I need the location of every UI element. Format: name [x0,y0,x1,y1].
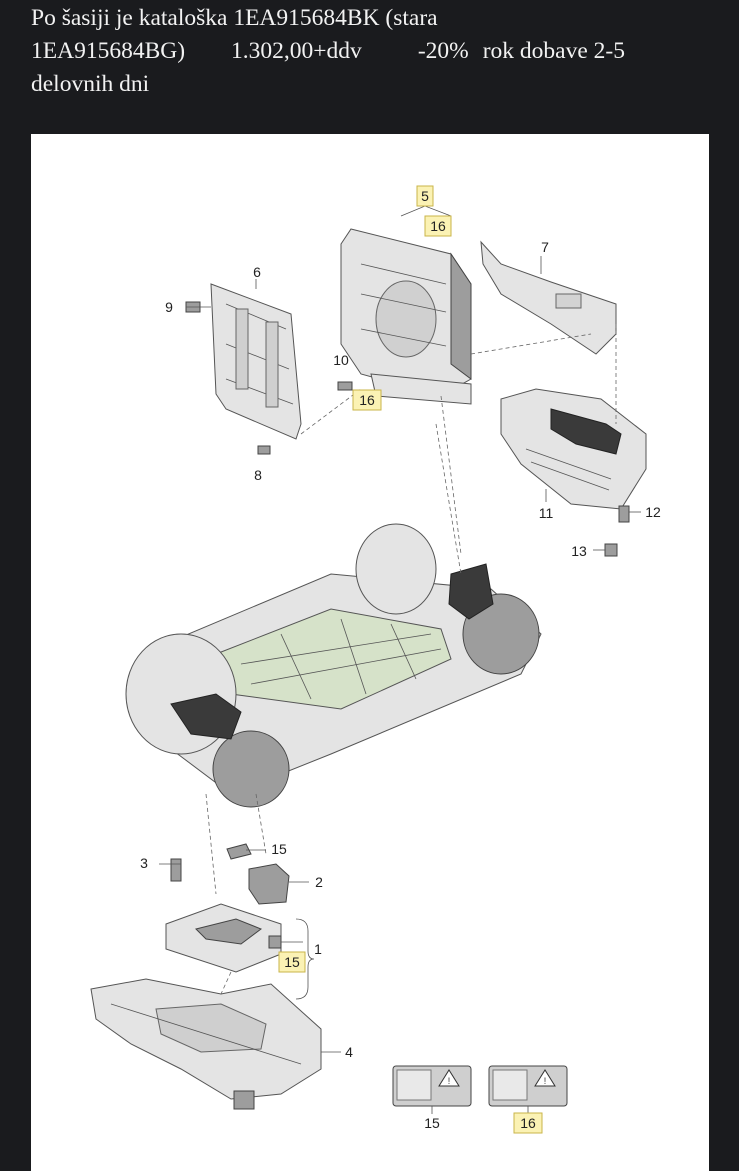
screw-part-3 [170,858,182,882]
callout-16-bottom[interactable]: 16 [513,1112,543,1134]
parts-diagram-svg: ! ! 5 16 6 7 9 10 [90,185,661,1134]
svg-text:3: 3 [140,855,148,871]
old-part-number: 1EA915684BG) [31,38,186,64]
control-unit-part-5 [340,228,472,405]
svg-text:10: 10 [333,352,349,368]
warning-sticker-15: ! [392,1065,472,1107]
discount: -20% [417,38,469,64]
warning-sticker-16: ! [488,1065,568,1107]
svg-text:15: 15 [284,954,300,970]
callout-16-top[interactable]: 16 [424,215,452,237]
svg-text:13: 13 [571,543,587,559]
bracket-part-7 [480,240,617,355]
carrier-part-4 [90,978,322,1110]
callout-16-middle[interactable]: 16 [352,389,382,411]
vehicle-chassis [125,523,542,808]
callout-10[interactable]: 10 [333,352,349,368]
svg-text:9: 9 [165,299,173,315]
callout-15-top[interactable]: 15 [271,841,287,857]
charger-unit-part-1 [165,903,282,973]
callout-2[interactable]: 2 [315,874,323,890]
callout-12[interactable]: 12 [645,504,661,520]
connector-part-2 [248,863,290,905]
message-text: Po šasiji je kataloška 1EA915684BK (star… [31,2,721,101]
callout-15-bottom[interactable]: 15 [424,1115,440,1131]
callout-11[interactable]: 11 [539,505,554,521]
svg-text:16: 16 [520,1115,536,1131]
svg-text:12: 12 [645,504,661,520]
svg-text:4: 4 [345,1044,353,1060]
svg-text:8: 8 [254,467,262,483]
callout-9[interactable]: 9 [165,299,173,315]
callout-8[interactable]: 8 [254,467,262,483]
svg-text:!: ! [544,1076,547,1086]
callout-4[interactable]: 4 [345,1044,353,1060]
svg-text:1: 1 [314,941,322,957]
svg-text:16: 16 [359,392,375,408]
svg-text:16: 16 [430,218,446,234]
callout-7[interactable]: 7 [541,239,549,255]
label-part-15-small [226,843,252,860]
cover-part-11 [500,388,647,510]
callout-15-middle[interactable]: 15 [278,951,306,973]
svg-text:!: ! [448,1076,451,1086]
svg-text:2: 2 [315,874,323,890]
message-line-1: Po šasiji je kataloška 1EA915684BK (star… [31,5,438,31]
svg-text:15: 15 [271,841,287,857]
callout-13[interactable]: 13 [571,543,587,559]
message-line-2: 1EA915684BG) 1.302,00+ddv -20% rok dobave 2… [31,35,721,68]
svg-text:11: 11 [539,505,554,521]
message-line-3: delovnih dni [31,71,150,97]
callout-5[interactable]: 5 [416,185,434,207]
svg-text:7: 7 [541,239,549,255]
delivery-time: rok dobave 2-5 [482,38,625,64]
svg-text:6: 6 [253,264,261,280]
parts-diagram-image[interactable]: ! ! 5 16 6 7 9 10 [31,134,709,1171]
bracket-part-6 [210,283,302,440]
callout-1[interactable]: 1 [314,941,322,957]
callout-3[interactable]: 3 [140,855,148,871]
svg-text:5: 5 [421,188,429,204]
svg-text:15: 15 [424,1115,440,1131]
price: 1.302,00+ddv [231,38,362,64]
callout-6[interactable]: 6 [253,264,261,280]
